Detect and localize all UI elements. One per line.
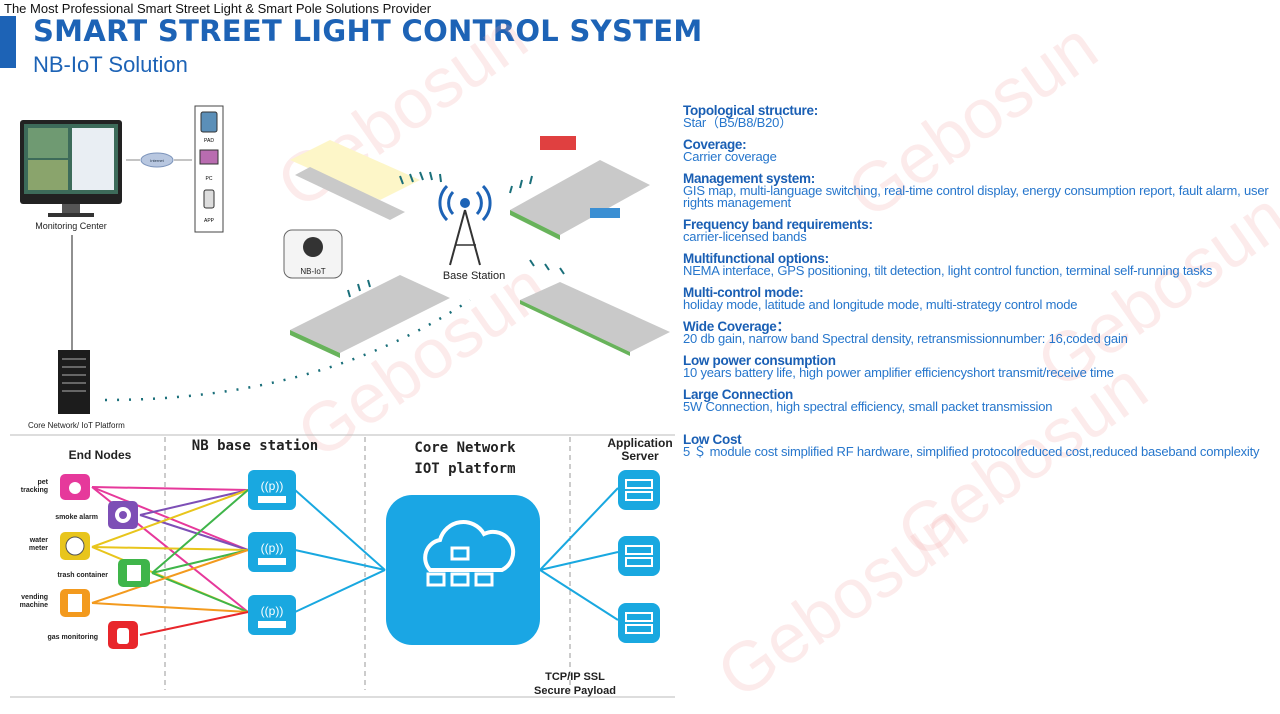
node-connections xyxy=(91,486,249,636)
footer-protocol: TCP/IP SSL xyxy=(545,671,605,683)
spec-title: Topological structure: xyxy=(683,103,818,118)
header-tagline: The Most Professional Smart Street Light… xyxy=(4,1,432,16)
spec-desc: carrier-licensed bands xyxy=(683,229,807,244)
device-label-pad: PAD xyxy=(204,138,214,144)
device-label-app: APP xyxy=(204,218,215,224)
application-server-icon xyxy=(618,536,660,576)
application-server-icon xyxy=(618,603,660,643)
node-label: water xyxy=(29,537,49,544)
internet-label: Internet xyxy=(150,158,164,163)
spec-item: Topological structure: Star（B5/B8/B20） xyxy=(683,104,1275,129)
core-connections xyxy=(294,487,619,621)
nb-iot-device-icon xyxy=(303,237,323,257)
svg-text:((p)): ((p)) xyxy=(261,479,284,493)
vending-machine-icon xyxy=(60,589,90,617)
iot-platform-heading: IOT platform xyxy=(414,461,515,477)
node-label: gas monitoring xyxy=(47,634,98,641)
spec-desc: 5W Connection, high spectral efficiency,… xyxy=(683,399,1053,414)
node-label: machine xyxy=(20,602,49,609)
spec-desc: Star（B5/B8/B20） xyxy=(683,115,792,130)
cloud-platform-icon xyxy=(386,495,540,645)
spec-title: Management system: xyxy=(683,171,815,186)
spec-title: Low Cost xyxy=(683,432,742,447)
spec-list: Topological structure: Star（B5/B8/B20） C… xyxy=(683,104,1275,467)
spec-desc: Carrier coverage xyxy=(683,149,777,164)
server-rack-icon xyxy=(58,350,90,414)
internet-cloud-icon xyxy=(140,152,174,168)
spec-title: Large Connection xyxy=(683,387,793,402)
spec-title: Frequency band requirements: xyxy=(683,217,873,232)
watermark: Gebosun xyxy=(703,486,981,714)
application-server-icon xyxy=(618,470,660,510)
nb-base-station-icon: ((p)) xyxy=(248,595,296,635)
core-network-heading: Core Network xyxy=(414,440,516,456)
monitoring-center-label: Monitoring Center xyxy=(35,221,107,231)
spec-title: Multifunctional options: xyxy=(683,251,829,266)
base-station-label: Base Station xyxy=(443,270,505,282)
spec-desc: 20 db gain, narrow band Spectral density… xyxy=(683,331,1128,346)
server-heading: Server xyxy=(621,449,659,463)
device-label-pc: PC xyxy=(206,176,213,182)
gas-monitoring-icon xyxy=(108,621,138,649)
nb-base-station-icon: ((p)) xyxy=(248,470,296,510)
street-upper-right xyxy=(510,136,650,240)
title-accent-bar xyxy=(0,16,16,68)
street-upper-left xyxy=(290,140,420,220)
nb-iot-module xyxy=(283,229,343,279)
spec-item: Low power consumption 10 years battery l… xyxy=(683,354,1275,379)
node-label: tracking xyxy=(21,487,48,494)
node-label: vending xyxy=(21,594,48,601)
node-label: smoke alarm xyxy=(55,514,98,521)
trash-container-icon xyxy=(118,559,150,587)
nb-base-station-icon: ((p)) xyxy=(248,532,296,572)
street-lower-left xyxy=(290,275,450,358)
tablet-icon xyxy=(200,111,218,133)
core-network-label: Core Network/ IoT Platform xyxy=(28,421,125,430)
spec-item: Multi-control mode: holiday mode, latitu… xyxy=(683,286,1275,311)
spec-desc: NEMA interface, GPS positioning, tilt de… xyxy=(683,263,1213,278)
base-station-tower-icon xyxy=(438,184,492,266)
nb-base-station-heading: NB base station xyxy=(192,438,318,454)
spec-desc: GIS map, multi-language switching, real-… xyxy=(683,183,1269,210)
svg-text:((p)): ((p)) xyxy=(261,604,284,618)
spec-desc: holiday mode, latitude and longitude mod… xyxy=(683,297,1078,312)
spec-desc: 5 ＄ module cost simplified RF hardware, … xyxy=(683,444,1260,459)
end-nodes-heading: End Nodes xyxy=(69,448,132,462)
network-diagram: Monitoring Center Internet PAD PC APP xyxy=(10,105,675,698)
water-meter-icon xyxy=(60,532,90,560)
spec-item: Frequency band requirements: carrier-lic… xyxy=(683,218,1275,243)
spec-item: Large Connection 5W Connection, high spe… xyxy=(683,388,1275,413)
spec-desc: 10 years battery life, high power amplif… xyxy=(683,365,1114,380)
page-title: SMART STREET LIGHT CONTROL SYSTEM xyxy=(33,14,703,48)
spec-item: Multifunctional options: NEMA interface,… xyxy=(683,252,1275,277)
phone-icon xyxy=(203,189,215,209)
signal-waves xyxy=(347,171,565,298)
monitor-icon xyxy=(20,120,122,217)
spec-item: Low Cost 5 ＄ module cost simplified RF h… xyxy=(683,433,1275,458)
spec-title: Low power consumption xyxy=(683,353,836,368)
node-label: pet xyxy=(38,479,49,486)
footer-payload: Secure Payload xyxy=(534,685,616,697)
spec-title: Multi-control mode: xyxy=(683,285,804,300)
pet-tracking-icon xyxy=(60,474,90,500)
pc-icon xyxy=(199,149,219,165)
node-label: trash container xyxy=(57,572,108,579)
spec-item: Management system: GIS map, multi-langua… xyxy=(683,172,1275,209)
application-heading: Application xyxy=(607,436,672,450)
smoke-alarm-icon xyxy=(108,501,138,529)
gas-station-icon xyxy=(540,136,576,150)
street-lower-right xyxy=(520,282,670,356)
svg-text:((p)): ((p)) xyxy=(261,541,284,555)
nb-iot-label: NB-IoT xyxy=(300,267,325,276)
page-subtitle: NB-IoT Solution xyxy=(33,52,188,77)
spec-title: Wide Coverage： xyxy=(683,319,790,334)
spec-title: Coverage: xyxy=(683,137,747,152)
spec-item: Wide Coverage： 20 db gain, narrow band S… xyxy=(683,320,1275,345)
node-label: meter xyxy=(29,545,48,552)
spec-item: Coverage: Carrier coverage xyxy=(683,138,1275,163)
